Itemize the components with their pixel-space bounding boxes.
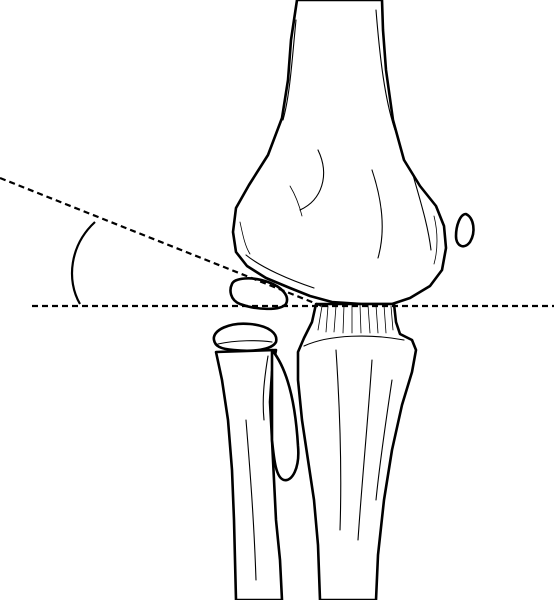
radial-tuberosity: [270, 348, 300, 482]
humeral-condylar-axis-line: [0, 176, 323, 308]
humerus-medial-ridge: [412, 174, 432, 251]
humerus-fossa: [299, 149, 325, 211]
humerus-contour-left: [282, 19, 297, 121]
humerus-condyle-contour: [371, 169, 383, 259]
humerus-shading-3: [289, 185, 303, 217]
ulna-outline: [296, 302, 418, 602]
humerus: [231, 0, 448, 306]
humerus-outline: [231, 0, 448, 306]
humerus-contour-right: [375, 9, 396, 131]
ulna: [296, 302, 418, 602]
humerus-shading-1: [239, 221, 251, 255]
medial-epicondyle-fragment: [454, 212, 475, 248]
radius-shaft-contour: [245, 419, 257, 581]
ulna-joint-line: [303, 335, 405, 347]
angle-arc: [70, 221, 96, 305]
radius-neck-contour: [262, 355, 269, 421]
ulna-shaft-contour-2: [357, 359, 373, 541]
ulna-shaft-contour-1: [335, 349, 342, 531]
humerus-shading-2: [433, 215, 438, 265]
ulna-shaft-contour-3: [375, 379, 393, 501]
radial-head: [212, 322, 278, 353]
radius: [214, 348, 300, 602]
ulna-cartilage-hatch: [317, 304, 394, 334]
humerus-capitellum-line: [245, 254, 315, 289]
radial-head-rim: [217, 340, 273, 345]
